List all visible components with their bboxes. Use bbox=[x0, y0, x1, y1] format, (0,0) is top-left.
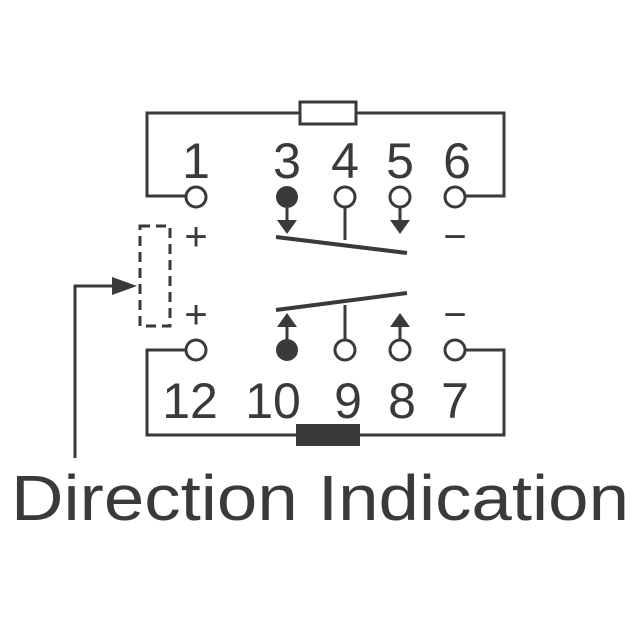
top-contact-arm bbox=[275, 235, 408, 255]
terminal-9 bbox=[333, 338, 357, 362]
terminal-7 bbox=[443, 338, 467, 362]
pin-label-10: 10 bbox=[245, 373, 301, 429]
pin-label-1: 1 bbox=[182, 133, 210, 189]
direction-indicator-box bbox=[138, 224, 172, 328]
terminal-1 bbox=[184, 185, 208, 209]
bottom-frame bbox=[145, 348, 506, 446]
top-coil-hollow bbox=[298, 100, 358, 126]
terminal-8 bbox=[388, 338, 412, 362]
terminal-4 bbox=[333, 185, 357, 209]
top-frame bbox=[145, 100, 506, 198]
caption: Direction Indication bbox=[11, 462, 629, 534]
bottom-switch bbox=[275, 291, 410, 340]
bottom-minus-sign: − bbox=[443, 293, 466, 337]
terminal-10 bbox=[276, 339, 298, 361]
bottom-plus-sign: + bbox=[184, 293, 207, 337]
direction-pointer-line bbox=[73, 284, 115, 458]
bottom-arrow-8 bbox=[390, 313, 410, 327]
terminal-6 bbox=[443, 185, 467, 209]
pin-label-6: 6 bbox=[443, 133, 471, 189]
bottom-contact-arm bbox=[275, 291, 408, 312]
bottom-coil-filled bbox=[296, 424, 360, 446]
bottom-arrow-10 bbox=[277, 313, 297, 327]
pin-label-4: 4 bbox=[331, 133, 359, 189]
top-arrow-5 bbox=[390, 220, 410, 234]
top-arrow-3 bbox=[277, 220, 297, 234]
pin-label-8: 8 bbox=[388, 373, 416, 429]
pin-label-5: 5 bbox=[386, 133, 414, 189]
terminal-3 bbox=[276, 186, 298, 208]
top-minus-sign: − bbox=[443, 215, 466, 259]
pin-label-9: 9 bbox=[334, 373, 362, 429]
pin-label-7: 7 bbox=[441, 373, 469, 429]
top-plus-sign: + bbox=[184, 215, 207, 259]
pin-label-3: 3 bbox=[273, 133, 301, 189]
terminal-5 bbox=[388, 185, 412, 209]
terminal-12 bbox=[184, 338, 208, 362]
pin-label-12: 12 bbox=[162, 373, 218, 429]
direction-pointer-arrowhead bbox=[112, 277, 137, 295]
top-switch bbox=[275, 207, 410, 255]
